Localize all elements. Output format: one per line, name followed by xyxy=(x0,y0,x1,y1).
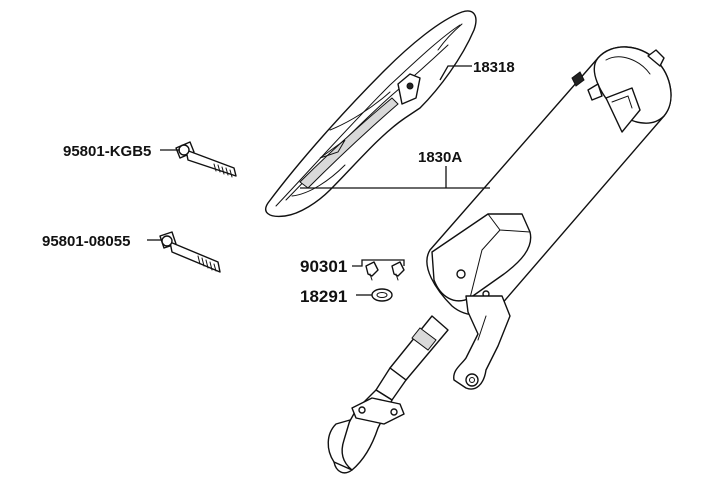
clip xyxy=(365,261,405,281)
muffler xyxy=(327,46,672,474)
bolt-upper xyxy=(175,141,237,178)
leader-lines xyxy=(147,65,490,296)
callout-bolt-lower: 95801-08055 xyxy=(42,233,130,250)
callout-clip: 90301 xyxy=(300,257,347,276)
bolt-lower xyxy=(159,231,221,273)
callout-muffler: 1830A xyxy=(418,149,462,166)
gasket xyxy=(371,288,393,302)
callout-gasket: 18291 xyxy=(300,287,347,306)
callout-bolt-upper: 95801-KGB5 xyxy=(63,143,151,160)
callout-heat-shield: 18318 xyxy=(473,59,515,76)
heat-shield xyxy=(265,10,477,218)
